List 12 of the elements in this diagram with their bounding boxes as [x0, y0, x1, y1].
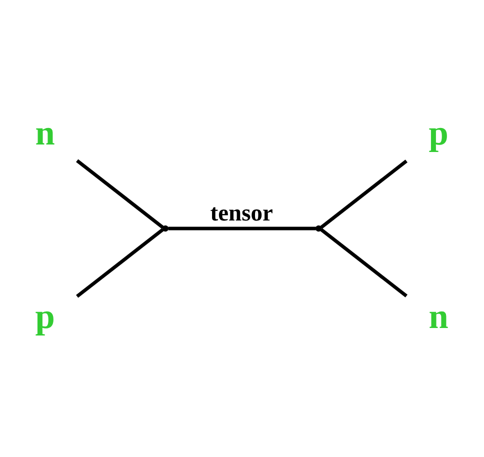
connector [76, 228, 164, 298]
connector [168, 226, 316, 230]
node-point [315, 225, 322, 232]
node-text: p [35, 296, 55, 336]
node-text: n [35, 113, 55, 152]
node-point [162, 225, 169, 232]
edge-label: tensor [210, 200, 273, 226]
node-text: n [428, 296, 448, 336]
connector [320, 228, 408, 298]
node-text: p [428, 113, 448, 152]
connector [76, 159, 164, 229]
connector [320, 160, 408, 229]
